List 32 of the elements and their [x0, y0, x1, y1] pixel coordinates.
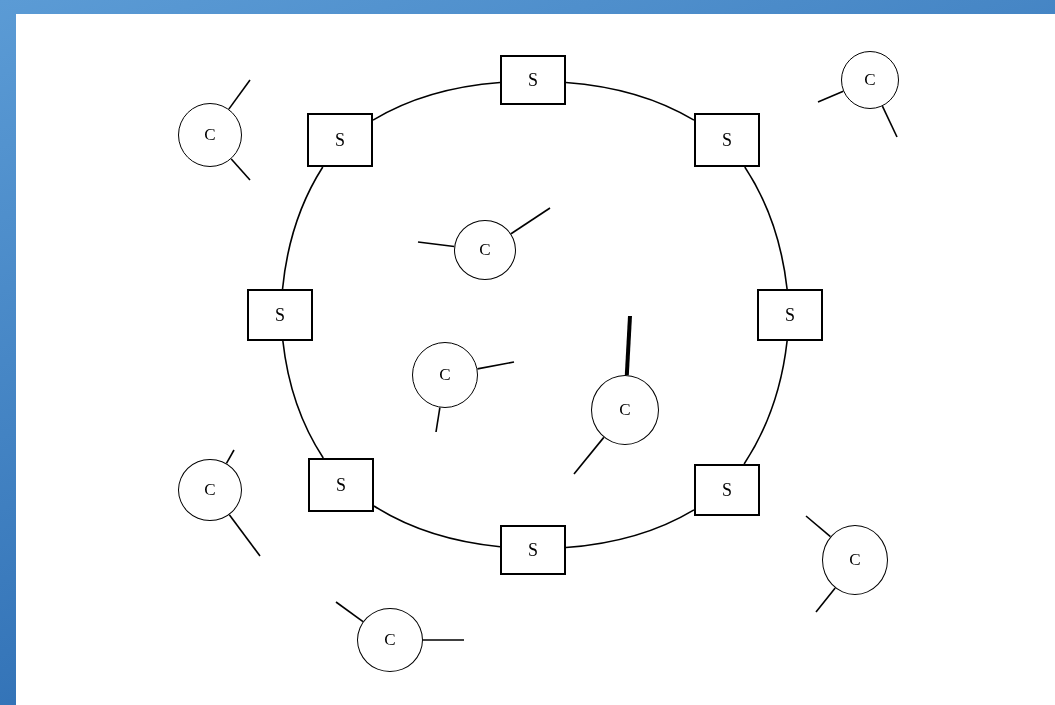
- ring-connector: [282, 340, 325, 459]
- server-box: [500, 525, 566, 575]
- ring-connector: [373, 505, 501, 548]
- node-label: S: [275, 304, 285, 326]
- node-label: C: [439, 365, 451, 385]
- ring-connector: [281, 166, 324, 290]
- server-box: [247, 289, 313, 341]
- server-box: [757, 289, 823, 341]
- node-label: C: [864, 70, 876, 90]
- node-label: C: [849, 550, 861, 570]
- node-label: C: [204, 480, 216, 500]
- node-label: S: [336, 474, 346, 496]
- ring-connector: [372, 81, 501, 121]
- ring-connector: [743, 340, 788, 465]
- node-label: C: [204, 125, 216, 145]
- node-label: C: [384, 630, 396, 650]
- node-label: C: [479, 240, 491, 260]
- node-label: S: [785, 304, 795, 326]
- server-box: [308, 458, 374, 512]
- ring-connector: [565, 509, 695, 549]
- server-box: [500, 55, 566, 105]
- server-box: [694, 464, 760, 516]
- ring-connector: [744, 166, 788, 290]
- node-label: S: [722, 479, 732, 501]
- server-box: [307, 113, 373, 167]
- node-label: S: [722, 129, 732, 151]
- node-label: S: [335, 129, 345, 151]
- node-label: S: [528, 539, 538, 561]
- node-label: S: [528, 69, 538, 91]
- node-label: C: [619, 400, 631, 420]
- server-box: [694, 113, 760, 167]
- ring-connector: [565, 81, 695, 121]
